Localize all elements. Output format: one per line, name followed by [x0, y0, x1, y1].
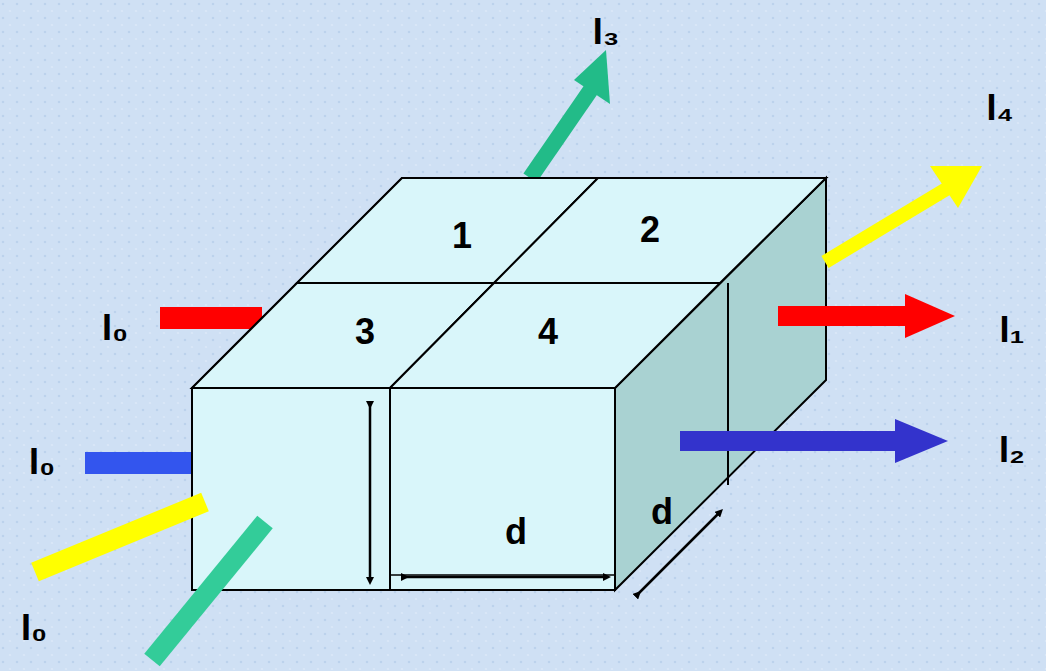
- green-beam-out: [530, 88, 592, 178]
- intensity-label: I₄: [986, 87, 1013, 129]
- yellow-beam-in: [35, 502, 205, 572]
- cell-number: 3: [355, 311, 375, 353]
- height-dimension: [369, 402, 372, 578]
- crystal-cell: 4: [390, 283, 720, 388]
- blue-beam-out: [680, 431, 900, 451]
- green-arrowhead: [574, 50, 610, 104]
- cell-number: 1: [452, 215, 472, 257]
- dimension-label: d: [505, 511, 527, 553]
- cell-boundary: [727, 283, 729, 485]
- front-face: [192, 388, 615, 590]
- cell-boundary: [390, 574, 615, 576]
- intensity-label: I₀: [102, 307, 128, 349]
- intensity-label: I₁: [1000, 309, 1025, 351]
- cell-number: 2: [640, 209, 660, 251]
- red-beam-out: [778, 306, 910, 326]
- blue-beam-in: [85, 452, 192, 474]
- intensity-label: I₃: [593, 11, 620, 53]
- red-beam-in: [160, 307, 262, 329]
- intensity-label: I₀: [29, 441, 55, 483]
- width-dimension: [402, 576, 604, 579]
- green-beam-in: [152, 522, 265, 660]
- cell-boundary: [389, 388, 391, 590]
- depth-dimension: [636, 514, 718, 596]
- intensity-label: I₀: [21, 607, 47, 649]
- cell-number: 4: [538, 311, 558, 353]
- crystal-cell: 2: [494, 178, 826, 283]
- yellow-beam-out: [825, 188, 948, 262]
- intensity-label: I₂: [999, 429, 1025, 471]
- blue-arrowhead: [895, 419, 948, 463]
- dimension-label: d: [651, 491, 673, 533]
- yellow-arrowhead: [930, 166, 982, 208]
- red-arrowhead: [905, 294, 955, 338]
